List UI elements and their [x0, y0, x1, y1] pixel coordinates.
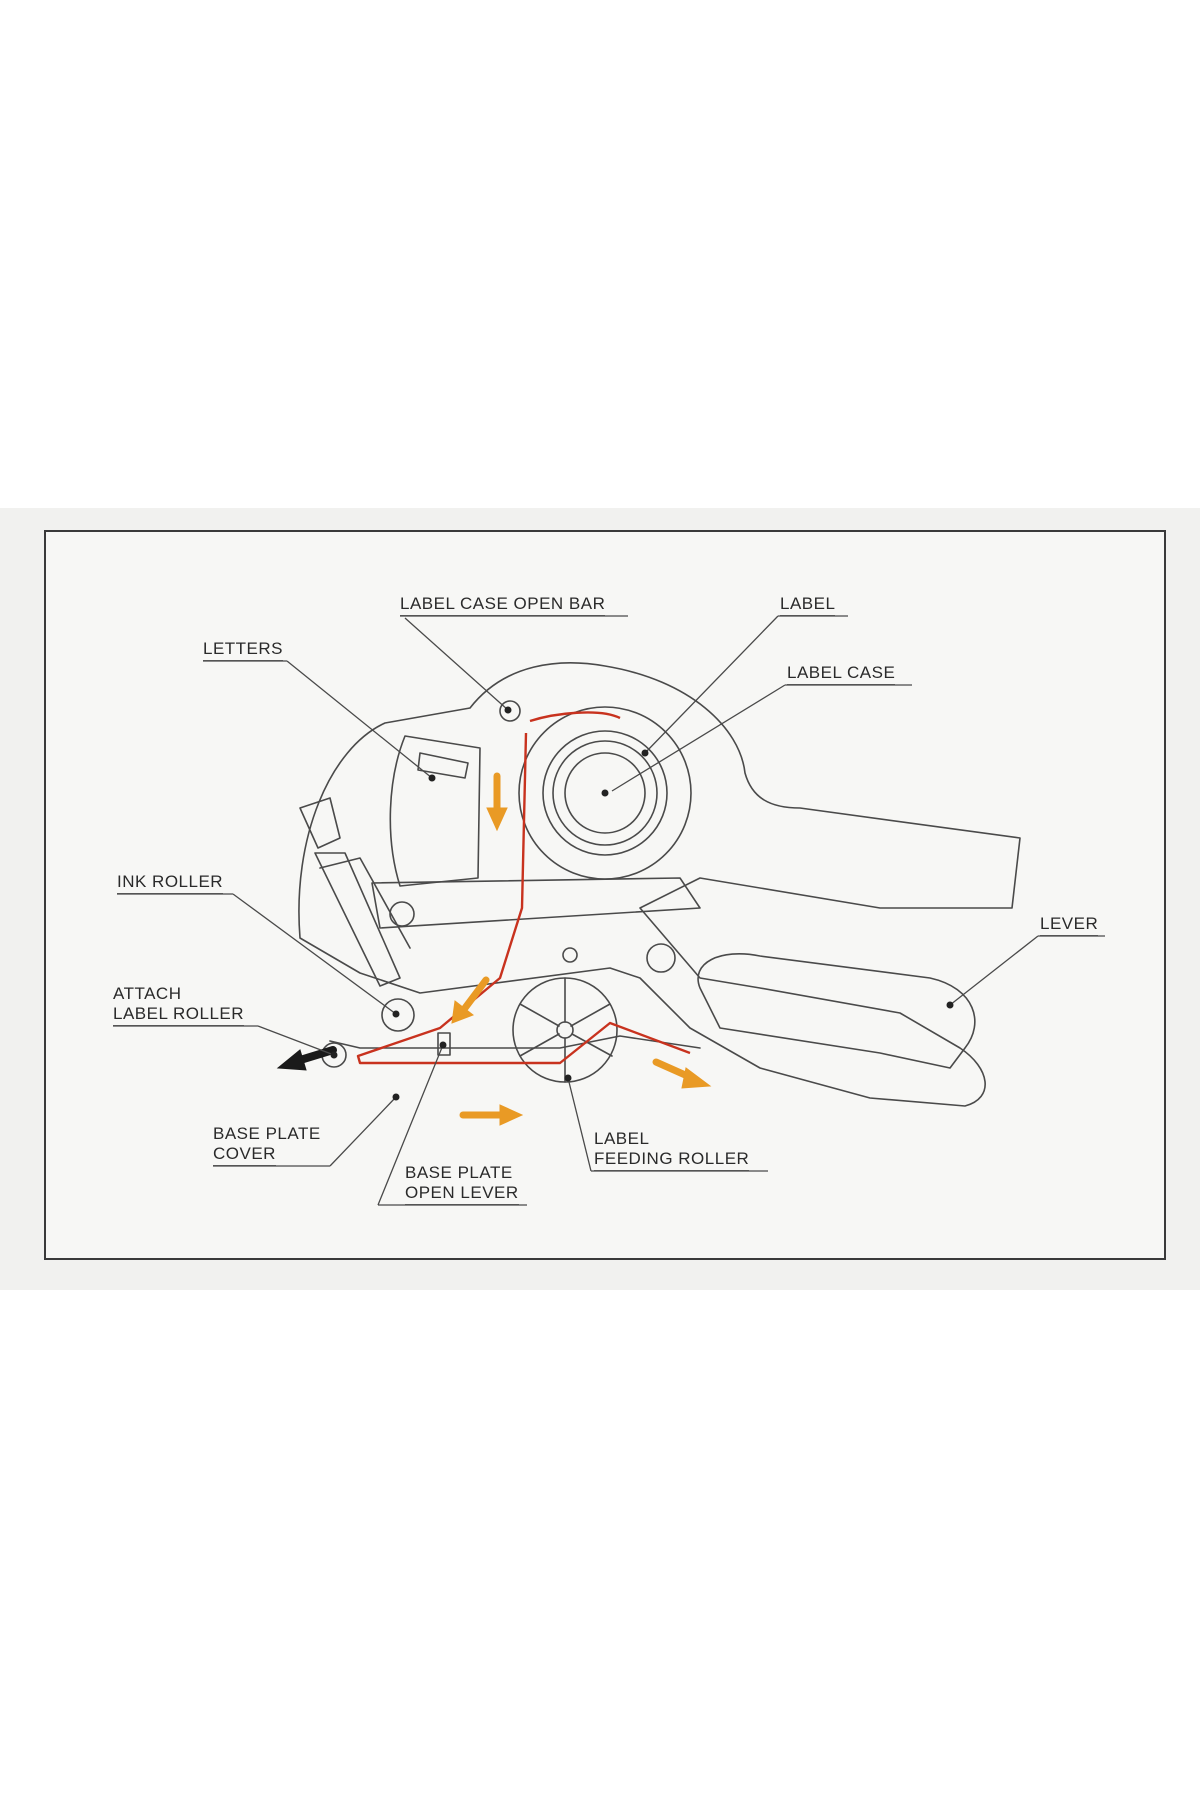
- flow-arrow-right-head: [499, 1104, 524, 1126]
- leader-label-case: [611, 684, 912, 792]
- ink-roller: [381, 998, 415, 1032]
- leader-lever: [949, 935, 1105, 1006]
- callout-label: LABEL: [780, 594, 836, 616]
- dot-lever: [946, 1001, 954, 1009]
- leader-label-feeding-roller: [567, 1077, 768, 1172]
- label-case-ring-1: [542, 730, 668, 856]
- letters-slot-outline: [417, 752, 469, 779]
- callout-lever: LEVER: [1040, 914, 1099, 936]
- callout-letters: LETTERS: [203, 639, 284, 661]
- eject-arrow-head: [276, 1049, 307, 1071]
- dot-base-plate-open-lever: [439, 1041, 447, 1049]
- pivot-circle: [646, 943, 676, 973]
- label-web-path: [356, 711, 691, 1065]
- flow-arrow-down-head: [486, 807, 508, 832]
- base-plate-open-lever: [437, 1032, 451, 1056]
- flow-arrow-diagonal-shaft: [461, 976, 490, 1012]
- leader-ink-roller: [117, 893, 397, 1015]
- labeler-body-outline: [298, 662, 1021, 1107]
- lever-bolt: [389, 901, 415, 927]
- dot-ink-roller: [392, 1010, 400, 1018]
- label-case-outline: [518, 706, 692, 880]
- dot-label: [641, 749, 649, 757]
- leader-base-plate-open-lever: [377, 1044, 527, 1206]
- dot-letters: [428, 774, 436, 782]
- lever-grip-outline: [697, 953, 976, 1069]
- pivot-circle-small: [562, 947, 578, 963]
- feeding-roller-teeth: [519, 977, 613, 1083]
- leader-label-case-open-bar: [400, 615, 628, 711]
- leader-base-plate-cover: [213, 1096, 397, 1167]
- ink-arm-outline: [314, 852, 401, 987]
- letters-block-outline: [389, 735, 481, 887]
- dot-label-case: [601, 789, 609, 797]
- feeding-roller-hub: [556, 1021, 574, 1039]
- leader-attach-label-roller: [113, 1025, 335, 1056]
- dot-label-case-open-bar: [504, 706, 512, 714]
- callout-ink-roller: INK ROLLER: [117, 872, 224, 894]
- dot-label-feeding-roller: [564, 1074, 572, 1082]
- callout-base-plate-open-lever-line2: OPEN LEVER: [405, 1183, 519, 1205]
- dot-base-plate-cover: [392, 1093, 400, 1101]
- leader-letters: [203, 660, 433, 779]
- diagram-photo: LABEL CASE OPEN BAR LABEL LABEL CASE LET…: [0, 508, 1200, 1290]
- labeler-diagram: [113, 615, 1105, 1206]
- callout-label-feeding-roller-line2: FEEDING ROLLER: [594, 1149, 750, 1171]
- label-case-ring-2: [552, 740, 658, 846]
- callout-label-case-open-bar: LABEL CASE OPEN BAR: [400, 594, 606, 616]
- dot-attach-label-roller: [330, 1051, 338, 1059]
- label-case-hub-outline: [564, 752, 646, 834]
- callout-attach-label-roller-line1: ATTACH: [113, 984, 182, 1003]
- callout-base-plate-cover-line1: BASE PLATE: [213, 1124, 321, 1143]
- callout-label-feeding-roller-line1: LABEL: [594, 1129, 650, 1148]
- flow-arrow-exit-head: [681, 1067, 712, 1089]
- lever-plate-outline: [371, 877, 701, 929]
- callout-attach-label-roller-line2: LABEL ROLLER: [113, 1004, 245, 1026]
- label-case-open-bar-knob: [499, 700, 521, 722]
- callout-base-plate-open-lever-line1: BASE PLATE: [405, 1163, 513, 1182]
- callout-label-case: LABEL CASE: [787, 663, 896, 685]
- leader-label: [644, 615, 848, 754]
- flow-arrow-diagonal-head: [451, 1000, 475, 1024]
- front-arm-outline: [299, 797, 341, 849]
- diagram-frame: [44, 530, 1166, 1260]
- base-plate-outline: [329, 1035, 701, 1049]
- callout-base-plate-cover-line2: COVER: [213, 1144, 276, 1166]
- ink-arm-inner-outline: [319, 857, 411, 949]
